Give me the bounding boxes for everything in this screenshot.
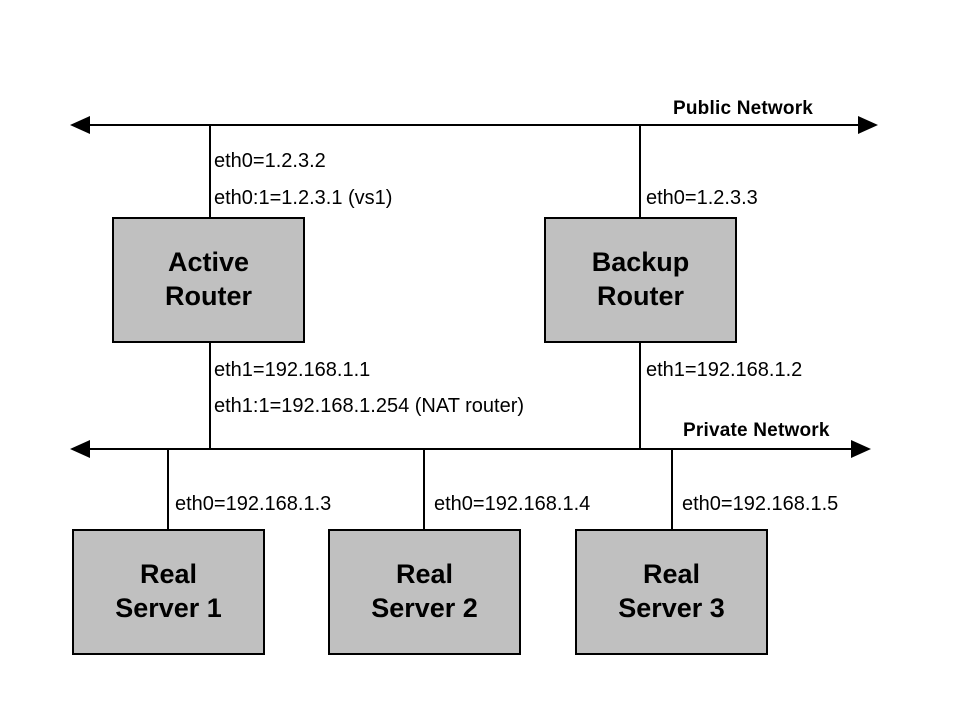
node-real-server-1-label-line1: Real — [139, 559, 198, 590]
node-active-router-label-line2: Router — [165, 281, 252, 311]
node-backup-router[interactable]: Backup Router — [544, 217, 737, 343]
node-active-router[interactable]: Active Router — [112, 217, 305, 343]
link-real-server-3-to-private-network — [671, 448, 673, 530]
node-real-server-3[interactable]: Real Server 3 — [575, 529, 768, 655]
node-real-server-3-label-line1: Real — [642, 559, 701, 590]
iface-label-backup-router-eth0: eth0=1.2.3.3 — [646, 187, 758, 209]
node-real-server-2-label-line2: Server 2 — [371, 593, 478, 623]
node-real-server-3-label-line2: Server 3 — [618, 593, 725, 623]
public-network-label: Public Network — [673, 98, 814, 119]
iface-label-real-server-2-eth0: eth0=192.168.1.4 — [434, 493, 591, 515]
iface-label-active-router-eth0-1: eth0:1=1.2.3.1 (vs1) — [214, 187, 393, 209]
link-active-router-to-private-network — [209, 343, 211, 449]
private-network-right-arrowhead-icon — [851, 440, 871, 458]
node-backup-router-label-line1: Backup — [591, 247, 690, 278]
public-network-left-arrowhead-icon — [70, 116, 90, 134]
node-active-router-label-line1: Active — [167, 247, 250, 278]
node-real-server-2-label-line1: Real — [395, 559, 454, 590]
node-real-server-1-label-line2: Server 1 — [115, 593, 222, 623]
link-real-server-2-to-private-network — [423, 448, 425, 530]
private-network-left-arrowhead-icon — [70, 440, 90, 458]
iface-label-active-router-eth1-1: eth1:1=192.168.1.254 (NAT router) — [214, 395, 525, 417]
link-real-server-1-to-private-network — [167, 448, 169, 530]
iface-label-active-router-eth0: eth0=1.2.3.2 — [214, 150, 326, 172]
node-real-server-1[interactable]: Real Server 1 — [72, 529, 265, 655]
node-real-server-2[interactable]: Real Server 2 — [328, 529, 521, 655]
public-network-right-arrowhead-icon — [858, 116, 878, 134]
link-backup-router-to-public-network — [639, 124, 641, 218]
node-backup-router-label-line2: Router — [597, 281, 684, 311]
public-network-bus-line — [88, 124, 860, 126]
iface-label-real-server-3-eth0: eth0=192.168.1.5 — [682, 493, 839, 515]
private-network-label: Private Network — [683, 420, 830, 441]
link-backup-router-to-private-network — [639, 343, 641, 449]
private-network-bus-line — [88, 448, 853, 450]
iface-label-backup-router-eth1: eth1=192.168.1.2 — [646, 359, 803, 381]
link-active-router-to-public-network — [209, 124, 211, 218]
iface-label-active-router-eth1: eth1=192.168.1.1 — [214, 359, 371, 381]
iface-label-real-server-1-eth0: eth0=192.168.1.3 — [175, 493, 332, 515]
